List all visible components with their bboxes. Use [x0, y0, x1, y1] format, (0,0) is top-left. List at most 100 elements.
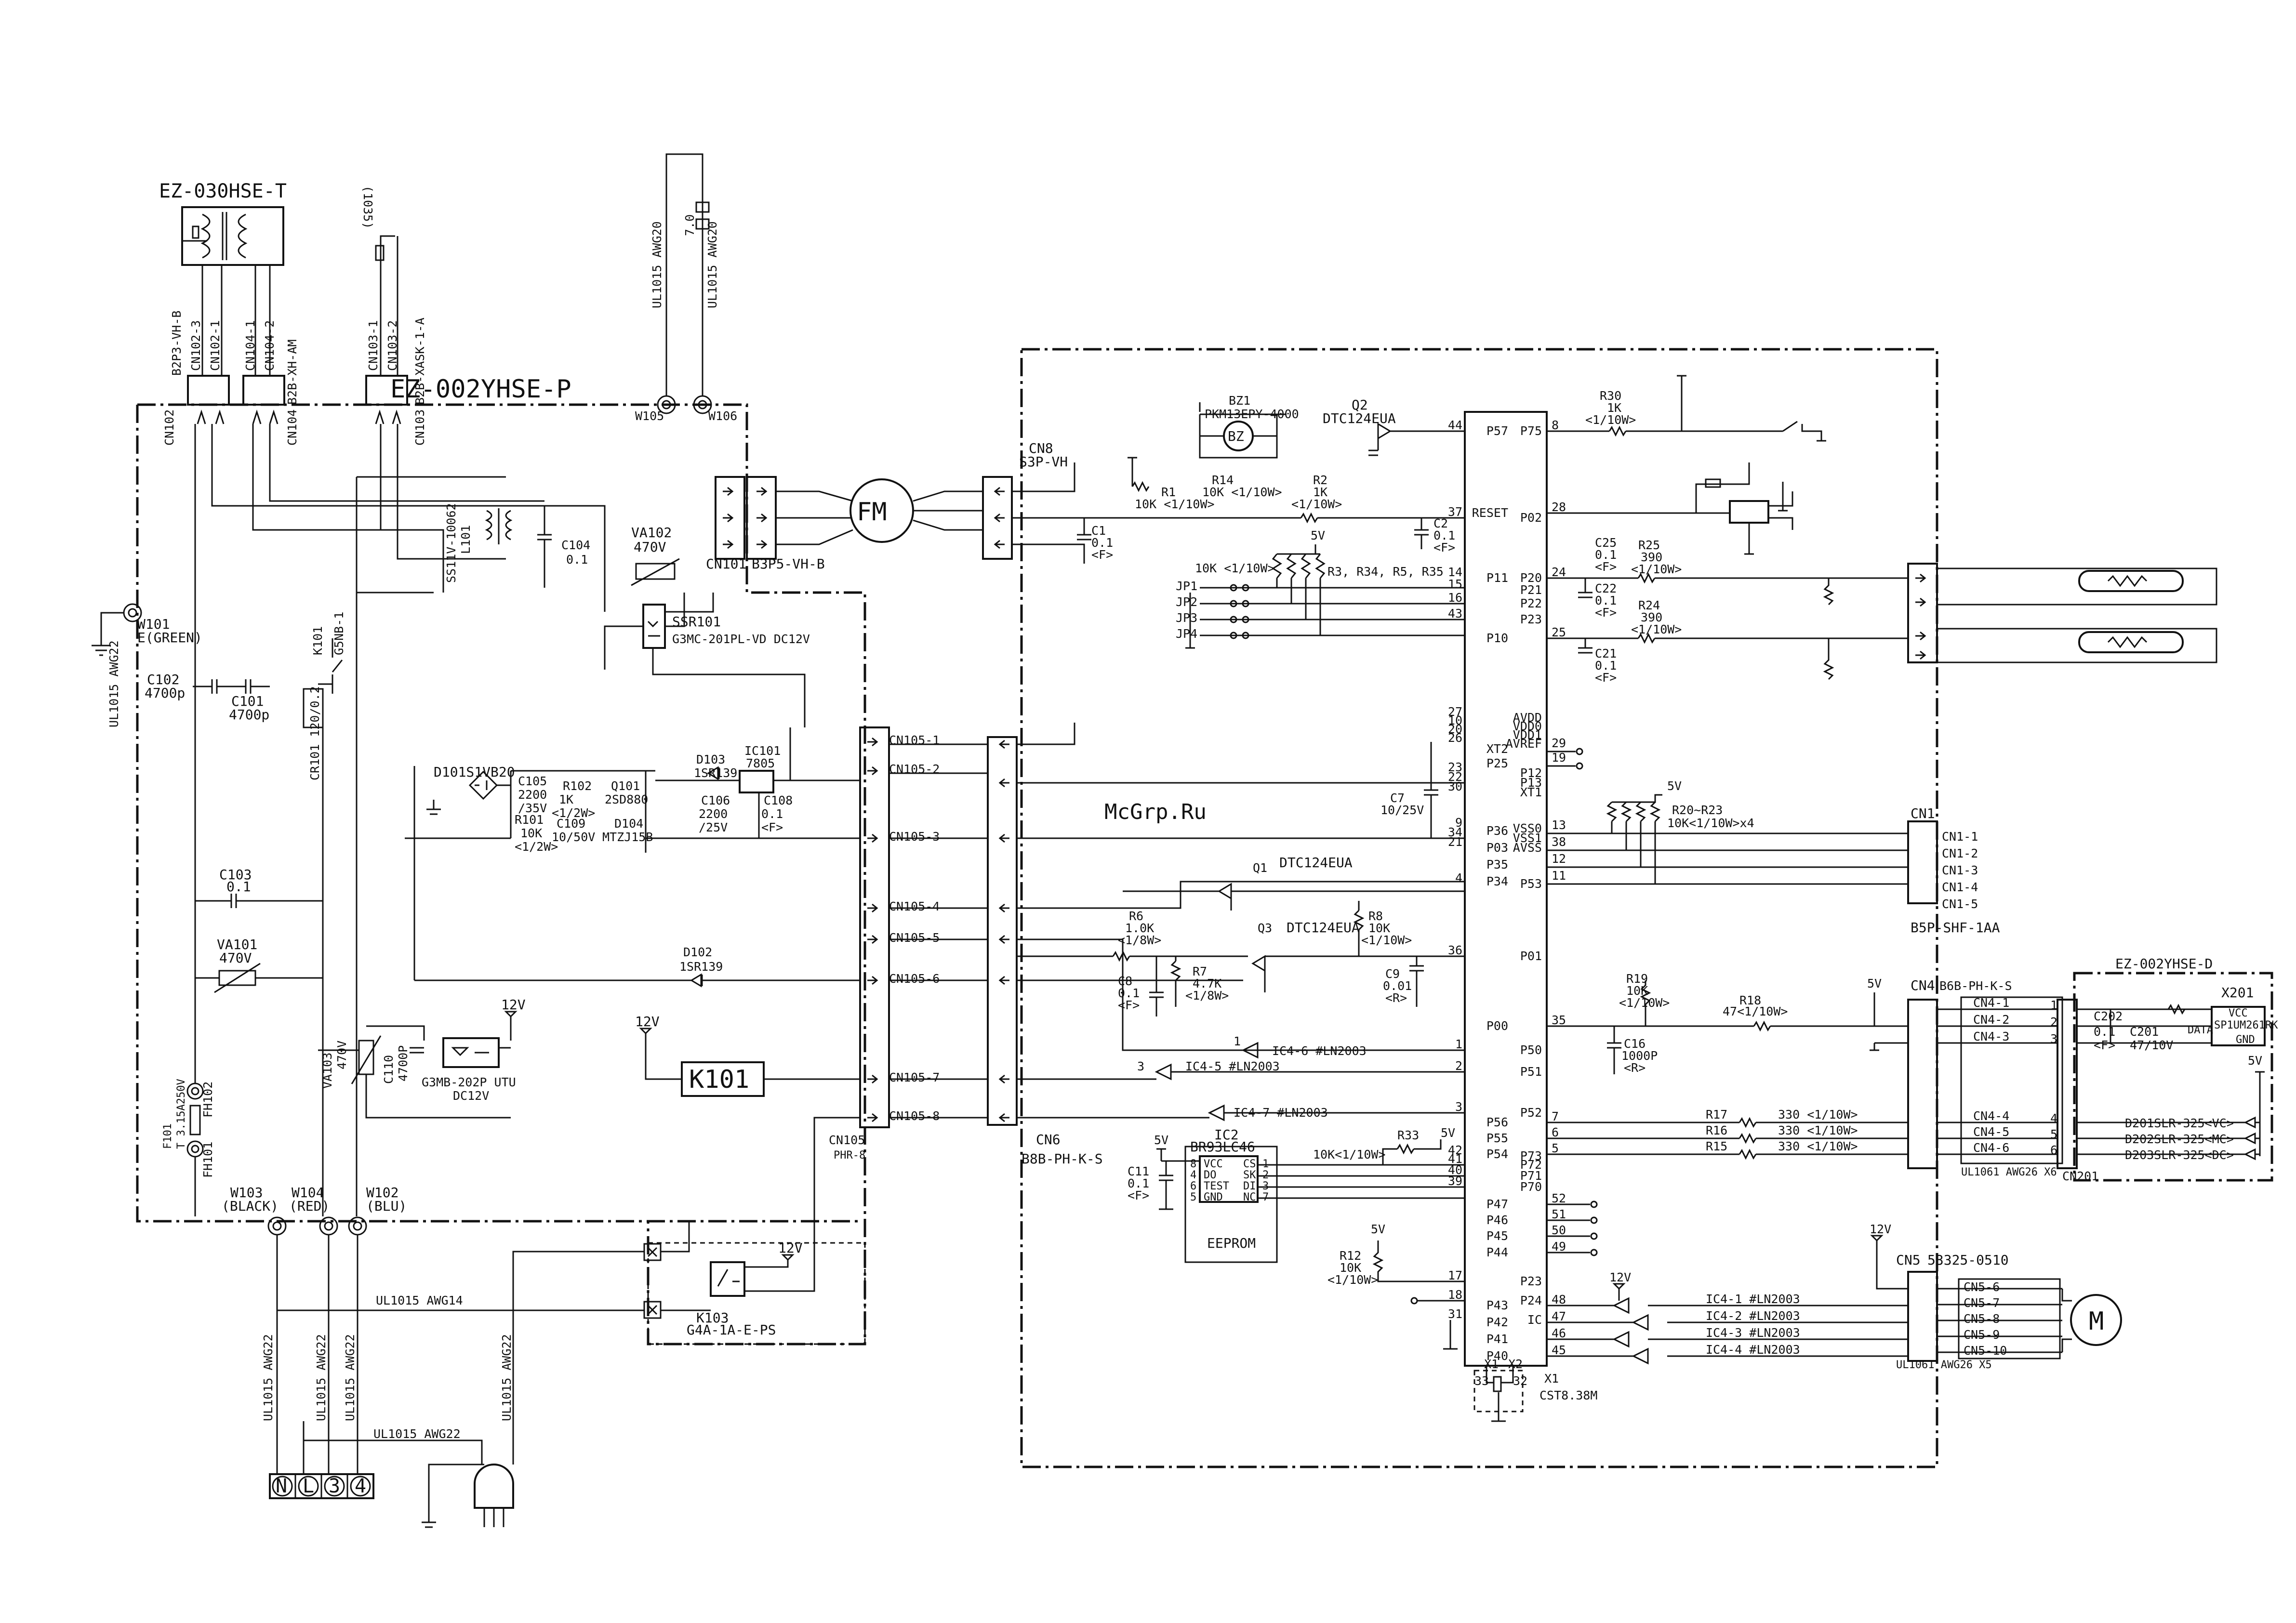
- svg-text:PHR-8: PHR-8: [834, 1149, 865, 1161]
- mcu-pin-name: P45: [1486, 1229, 1508, 1243]
- svg-text:SS11V-10062: SS11V-10062: [444, 503, 458, 583]
- mcu-pin-number: 44: [1448, 418, 1462, 432]
- svg-text:10K<1/10W>: 10K<1/10W>: [1313, 1148, 1386, 1161]
- svg-text:330 <1/10W>: 330 <1/10W>: [1778, 1139, 1858, 1153]
- svg-text:CR101 120/0.2: CR101 120/0.2: [308, 686, 322, 780]
- mcu-pin-number: 47: [1552, 1309, 1566, 1323]
- svg-text:Q1: Q1: [1253, 861, 1267, 875]
- svg-text:2: 2: [2050, 1015, 2057, 1029]
- power-board-frame-left: [136, 405, 858, 1223]
- svg-text:X201: X201: [2221, 985, 2254, 1001]
- ssr101: SSR101 G3MC-201PL-VD DC12V: [604, 593, 810, 727]
- svg-text:CN8: CN8: [1029, 440, 1053, 456]
- svg-text:IC4-3 #LN2003: IC4-3 #LN2003: [1706, 1326, 1800, 1340]
- svg-text:VCC: VCC: [1204, 1158, 1223, 1170]
- mcu-pin-name: P40: [1486, 1349, 1508, 1363]
- svg-text:FM: FM: [857, 498, 887, 527]
- svg-text:SP1UM261RK: SP1UM261RK: [2214, 1019, 2278, 1031]
- svg-text:R18: R18: [1739, 993, 1761, 1007]
- svg-text:JP3: JP3: [1176, 611, 1197, 625]
- svg-text:2200: 2200: [699, 807, 728, 821]
- svg-text:12V: 12V: [1609, 1270, 1631, 1284]
- mcu-pin-number: 3: [1455, 1100, 1462, 1114]
- svg-text:B5P-SHF-1AA: B5P-SHF-1AA: [1911, 920, 2000, 936]
- mcu-pin-name: P25: [1486, 756, 1508, 770]
- svg-text:UL1015 AWG22: UL1015 AWG22: [314, 1334, 328, 1421]
- svg-text:B2P3-VH-B: B2P3-VH-B: [170, 311, 184, 376]
- svg-text:CN103-1: CN103-1: [366, 320, 380, 371]
- mcu-pin-name: P34: [1486, 874, 1508, 888]
- transformer-box: [181, 206, 284, 266]
- svg-text:53325-0510: 53325-0510: [1927, 1252, 2009, 1268]
- mcu-pin-number: 18: [1448, 1288, 1462, 1302]
- svg-text:CN4-3: CN4-3: [1973, 1029, 2009, 1043]
- svg-text:5V: 5V: [1441, 1126, 1455, 1140]
- svg-text:L101: L101: [459, 525, 473, 554]
- mcu-pin-number: 50: [1552, 1223, 1566, 1237]
- ssr-g3mb-section: VA103 470V C110 4700P G3MB-202P UTU DC12…: [318, 997, 526, 1119]
- svg-text:/35V: /35V: [518, 801, 547, 815]
- svg-text:CN4: CN4: [1911, 977, 1935, 993]
- svg-text:<F>: <F>: [1091, 548, 1113, 562]
- svg-text:C110: C110: [382, 1055, 396, 1084]
- svg-text:0.1: 0.1: [1433, 528, 1455, 542]
- svg-text:CN6: CN6: [1036, 1132, 1061, 1148]
- svg-text:CN1-1: CN1-1: [1942, 830, 1978, 844]
- svg-text:CN105-3: CN105-3: [889, 830, 940, 844]
- svg-text:5: 5: [2050, 1127, 2057, 1141]
- mcu-pin-name: XT2: [1486, 742, 1508, 756]
- mcu-pin-name: P73: [1520, 1149, 1542, 1163]
- transformer-model-label: EZ-030HSE-T: [159, 180, 287, 202]
- cn1-section: R20~R23 10K<1/10W>x4 5V CN1 CN1-1 CN1-2 …: [1547, 779, 2000, 936]
- svg-text:SK: SK: [1243, 1169, 1256, 1181]
- svg-text:CN1-3: CN1-3: [1942, 863, 1978, 877]
- mcu-pin-name: IC: [1527, 1313, 1542, 1327]
- mcu-pin-name: P43: [1486, 1298, 1508, 1312]
- mcu-pin-number: 41: [1448, 1152, 1462, 1166]
- svg-text:CN5-10: CN5-10: [1964, 1344, 2007, 1358]
- mcu-pin-number: 13: [1552, 818, 1566, 832]
- svg-text:0.1: 0.1: [226, 879, 251, 895]
- svg-text:UL1015 AWG20: UL1015 AWG20: [650, 221, 664, 308]
- svg-text:CN5-6: CN5-6: [1964, 1280, 2000, 1294]
- mcu-pin-number: 1: [1455, 1037, 1462, 1051]
- mcu-pin-number: 48: [1552, 1293, 1566, 1306]
- unused-pin-pads: [1590, 1201, 1598, 1256]
- svg-text:<F>: <F>: [1595, 671, 1617, 685]
- svg-text:1.0K: 1.0K: [1125, 921, 1154, 935]
- svg-text:R102: R102: [563, 779, 592, 793]
- svg-text:DI: DI: [1243, 1180, 1256, 1192]
- mcu-pin-number: 19: [1552, 751, 1566, 765]
- svg-text:7805: 7805: [746, 756, 775, 770]
- d102-diode: D102 1SR139: [414, 945, 860, 988]
- svg-text:<1/10W>: <1/10W>: [1361, 933, 1412, 947]
- svg-text:JP1: JP1: [1176, 579, 1197, 593]
- cn5-connector: CN5 53325-0510 12V CN5-6 CN5-7 CN5-8 CN5…: [1870, 1222, 2122, 1371]
- svg-text:C9: C9: [1385, 967, 1400, 981]
- mcu-pin-name: P71: [1520, 1169, 1542, 1183]
- svg-text:DTC124EUA: DTC124EUA: [1279, 855, 1353, 871]
- eeprom-ic2: IC2 BR93LC46 VCC DO TEST GND CS SK DI NC…: [1128, 1126, 1465, 1263]
- svg-text:5V: 5V: [1867, 976, 1882, 990]
- svg-text:10K: 10K: [1368, 921, 1390, 935]
- fuse-lead: [375, 235, 398, 376]
- svg-text:CN105: CN105: [829, 1133, 865, 1147]
- svg-text:TEST: TEST: [1204, 1180, 1229, 1192]
- svg-text:IC4-5 #LN2003: IC4-5 #LN2003: [1185, 1059, 1280, 1073]
- display-board-contents: 1 2 3 4 5 6 CN201 X201 VCC DATA GND SP1U…: [2050, 985, 2278, 1183]
- svg-text:CN105-2: CN105-2: [889, 762, 940, 776]
- display-board-label: EZ-002YHSE-D: [2115, 956, 2213, 972]
- mcu-pin-name: P13: [1520, 776, 1542, 790]
- w101-ground-terminal: W101 E(GREEN) UL1015 AWG22: [92, 603, 202, 727]
- svg-text:UL1015 AWG14: UL1015 AWG14: [376, 1293, 463, 1307]
- svg-text:CST8.38M: CST8.38M: [1540, 1388, 1597, 1402]
- c7-wires: [1424, 742, 1438, 838]
- mcu-pin-name: P41: [1486, 1332, 1508, 1346]
- mcu-pin-number: 12: [1552, 852, 1566, 866]
- fuse-f101: FH102 FH101 F101 T 3.15A250V: [162, 1079, 215, 1178]
- svg-text:C106: C106: [701, 793, 730, 807]
- mcu-pin-number: 21: [1448, 835, 1462, 849]
- mcu-pin-name: P56: [1486, 1115, 1508, 1129]
- svg-text:10K: 10K: [1340, 1261, 1361, 1275]
- svg-text:DC12V: DC12V: [453, 1089, 489, 1103]
